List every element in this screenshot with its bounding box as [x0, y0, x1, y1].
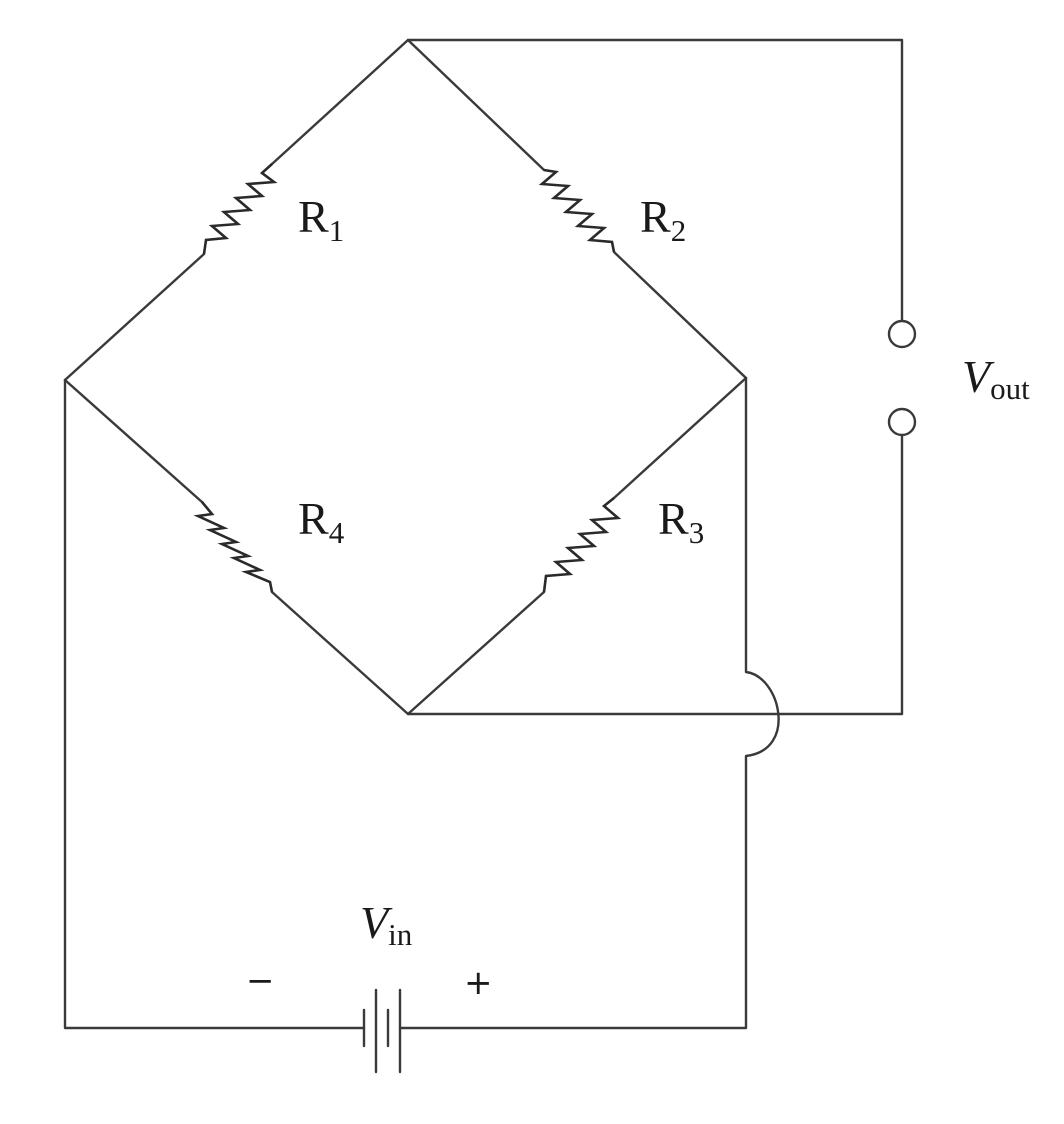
label-vout: Vout — [962, 351, 1030, 406]
label-r4: R4 — [298, 493, 345, 550]
resistor-r3 — [542, 496, 622, 593]
wire-top-r2 — [406, 38, 546, 172]
wire-r1-left — [63, 252, 206, 382]
label-r1: R1 — [298, 191, 344, 248]
wire-r3-bottom — [406, 590, 546, 716]
bridge-wires — [63, 38, 748, 716]
wire-top-to-vout — [406, 38, 904, 322]
polarity-minus: − — [246, 961, 275, 1001]
resistor-r4 — [193, 501, 274, 593]
vout-terminal-top — [887, 319, 917, 349]
label-vin: Vin — [360, 897, 413, 952]
supply-wiring — [63, 376, 780, 1030]
wire-r4-bottom — [270, 590, 410, 716]
resistor-r2 — [538, 168, 616, 253]
vout-wiring — [406, 38, 917, 716]
battery-symbol — [362, 988, 402, 1074]
label-r3: R3 — [658, 493, 704, 550]
resistor-r1 — [202, 163, 278, 255]
vout-terminal-bottom — [887, 407, 917, 437]
wire-r2-right — [612, 250, 748, 380]
label-r2: R2 — [640, 191, 686, 248]
wire-right-r3 — [612, 376, 748, 500]
polarity-plus: + — [464, 963, 493, 1003]
wire-right-node-to-battery — [398, 376, 780, 1030]
wire-top-r1 — [270, 38, 410, 166]
wire-left-r4 — [63, 378, 204, 504]
wire-left-node-to-battery — [63, 378, 366, 1030]
wire-bottom-to-vout — [406, 434, 904, 716]
